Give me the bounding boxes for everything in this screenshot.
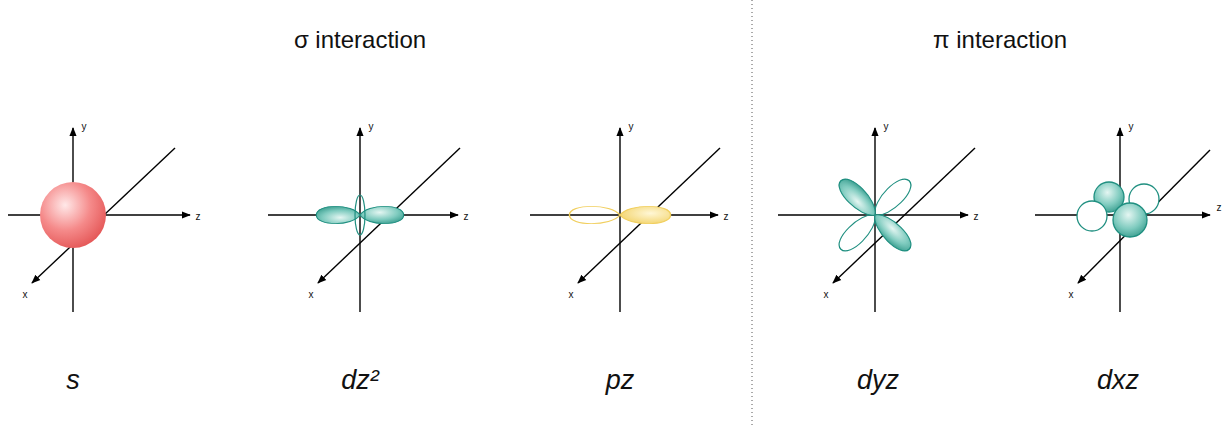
axis-label: z	[1217, 202, 1222, 213]
axis-label: y	[884, 121, 889, 132]
axis-label-holder: y	[884, 116, 889, 134]
axis-label-holder: x	[569, 284, 574, 302]
y-axis	[619, 128, 620, 312]
axis-label: x	[824, 289, 829, 300]
orbital-name: dz²	[341, 365, 379, 396]
axis-label: x	[309, 289, 314, 300]
axis-label: y	[82, 121, 87, 132]
orbital-name: dyz	[857, 365, 899, 396]
orbital-lobe	[569, 206, 620, 223]
axis-label: y	[369, 121, 374, 132]
y-axis	[359, 128, 360, 312]
divider-line	[752, 0, 753, 428]
dz2-orbital	[316, 195, 403, 235]
axis-label-holder: x	[1069, 284, 1074, 302]
axis-label-holder: y	[369, 116, 374, 134]
axis-label-holder: z	[1217, 197, 1222, 215]
axis-label: z	[196, 211, 201, 222]
axis-label-holder: x	[23, 284, 28, 302]
axis-label-holder: y	[629, 116, 634, 134]
orbital-name-holder: dyz	[857, 365, 899, 396]
axis-label-holder: z	[464, 206, 469, 224]
axis-label-holder: y	[82, 116, 87, 134]
orbital-lobe	[1113, 203, 1147, 237]
axis-label: x	[569, 289, 574, 300]
orbital-name-holder: dxz	[1097, 365, 1139, 396]
orbital-name-holder: dz²	[341, 365, 379, 396]
orbital-name: s	[66, 365, 80, 396]
dyz-orbital	[834, 174, 916, 256]
axis-label: x	[23, 289, 28, 300]
x-axis	[32, 148, 175, 283]
orbital-name: pz	[606, 365, 635, 396]
orbital-lobe	[316, 206, 360, 223]
axis-label-holder: z	[974, 206, 979, 224]
x-axis	[1078, 150, 1210, 283]
x-axis	[833, 148, 975, 283]
axis-label: z	[974, 211, 979, 222]
x-axis	[578, 148, 720, 283]
dxz-orbital	[1077, 182, 1159, 237]
orbital-lobe	[1077, 201, 1107, 231]
pz-orbital	[569, 206, 670, 223]
axis-label: y	[1129, 121, 1134, 132]
axis-label: y	[629, 121, 634, 132]
axis-label-holder: z	[724, 206, 729, 224]
section-heading: σ interaction	[294, 26, 426, 54]
orbital-name-holder: pz	[606, 365, 635, 396]
orbital-ring	[355, 195, 365, 235]
orbital-name: dxz	[1097, 365, 1139, 396]
section-heading-holder: σ interaction	[294, 26, 426, 54]
axes	[8, 128, 1210, 312]
s-orbital	[40, 182, 106, 248]
orbital-name-holder: s	[66, 365, 80, 396]
axis-label-holder: y	[1129, 116, 1134, 134]
axis-label: x	[1069, 289, 1074, 300]
axis-label-holder: x	[824, 284, 829, 302]
orbital-lobe	[620, 206, 671, 223]
axis-label-holder: z	[196, 206, 201, 224]
orbital-lobe	[360, 206, 404, 223]
section-heading: π interaction	[933, 26, 1067, 54]
section-heading-holder: π interaction	[933, 26, 1067, 54]
axis-label-holder: x	[309, 284, 314, 302]
axis-label: z	[464, 211, 469, 222]
axis-label: z	[724, 211, 729, 222]
orbital-lobe	[868, 208, 916, 256]
